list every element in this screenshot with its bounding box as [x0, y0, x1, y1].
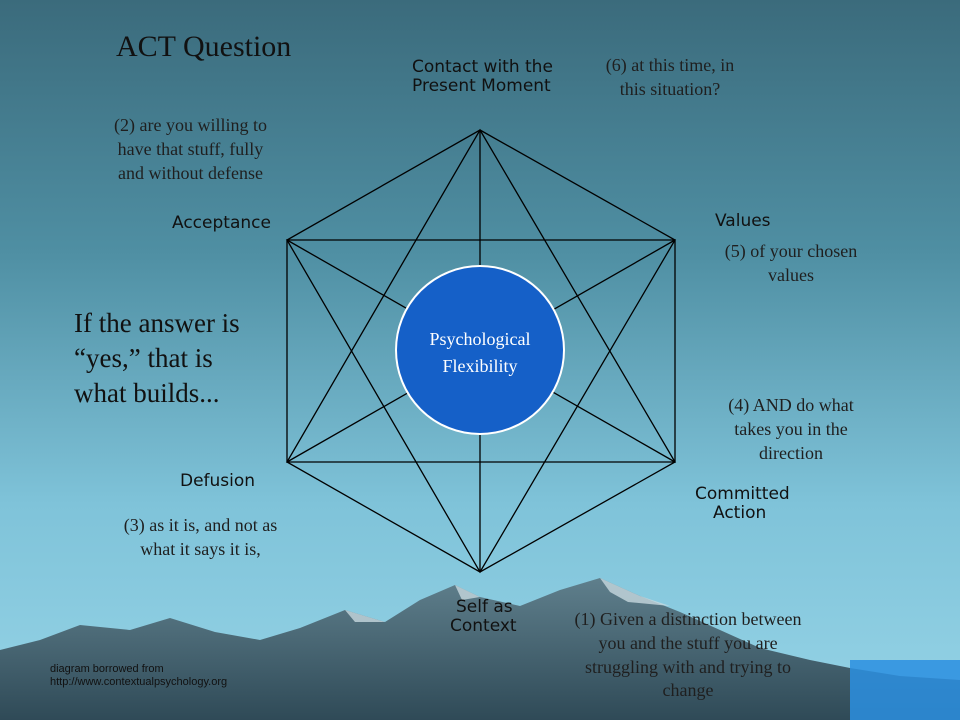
question-1-line1: (1) Given a distinction between [574, 609, 802, 629]
question-5-line2: values [768, 264, 814, 285]
question-2-line3: and without defense [118, 162, 263, 183]
question-2-line2: have that stuff, fully [117, 138, 264, 159]
slide-title: ACT Question [116, 30, 292, 63]
question-5: (5) of your chosen values [696, 240, 886, 288]
answer-line2: “yes,” that is [74, 343, 213, 374]
question-4-line1: (4) AND do what [728, 395, 854, 415]
question-3: (3) as it is, and not as what it says it… [88, 514, 313, 562]
question-5-line1: (5) of your chosen [724, 241, 858, 261]
node-self-line1: Self as [456, 597, 513, 617]
node-contact-present-moment: Contact with the Present Moment [412, 58, 553, 95]
question-4-line2: takes you in the [734, 418, 848, 439]
question-3-line1: (3) as it is, and not as [123, 515, 278, 535]
center-label-line2: Flexibility [442, 356, 518, 376]
question-4-line3: direction [759, 442, 823, 463]
node-defusion: Defusion [180, 472, 255, 491]
question-1-line4: change [662, 680, 714, 701]
node-committed-line2: Action [713, 502, 767, 523]
question-1: (1) Given a distinction between you and … [528, 608, 848, 703]
credit-text: diagram borrowed from http://www.context… [50, 663, 227, 689]
question-4: (4) AND do what takes you in the directi… [696, 394, 886, 465]
question-1-line3: struggling with and trying to [585, 656, 791, 677]
question-6-line1: (6) at this time, in [605, 55, 735, 75]
credit-line2: http://www.contextualpsychology.org [50, 676, 228, 689]
node-acceptance: Acceptance [172, 214, 271, 233]
center-label-line1: Psychological [429, 329, 531, 349]
credit-line1: diagram borrowed from [50, 663, 164, 675]
answer-line3: what builds... [74, 378, 220, 409]
node-values: Values [715, 212, 771, 231]
node-contact-line2: Present Moment [412, 75, 551, 96]
node-values-line1: Values [715, 211, 771, 231]
center-circle [395, 265, 565, 435]
question-3-line2: what it says it is, [140, 538, 261, 559]
question-6-line2: this situation? [619, 78, 721, 99]
mountain-range [0, 578, 960, 720]
node-committed-line1: Committed [695, 484, 790, 504]
answer-line1: If the answer is [74, 308, 240, 338]
node-committed-action: Committed Action [695, 485, 805, 522]
node-self-line2: Context [450, 615, 517, 636]
node-acceptance-line1: Acceptance [172, 213, 271, 233]
question-2: (2) are you willing to have that stuff, … [78, 114, 303, 185]
question-1-line2: you and the stuff you are [598, 632, 778, 653]
answer-text: If the answer is “yes,” that is what bui… [74, 306, 294, 411]
question-6: (6) at this time, in this situation? [570, 54, 770, 102]
node-contact-line1: Contact with the [412, 57, 553, 77]
question-2-line1: (2) are you willing to [114, 115, 267, 135]
node-defusion-line1: Defusion [180, 471, 256, 491]
center-label: Psychological Flexibility [402, 326, 558, 380]
node-self-as-context: Self as Context [450, 598, 517, 635]
